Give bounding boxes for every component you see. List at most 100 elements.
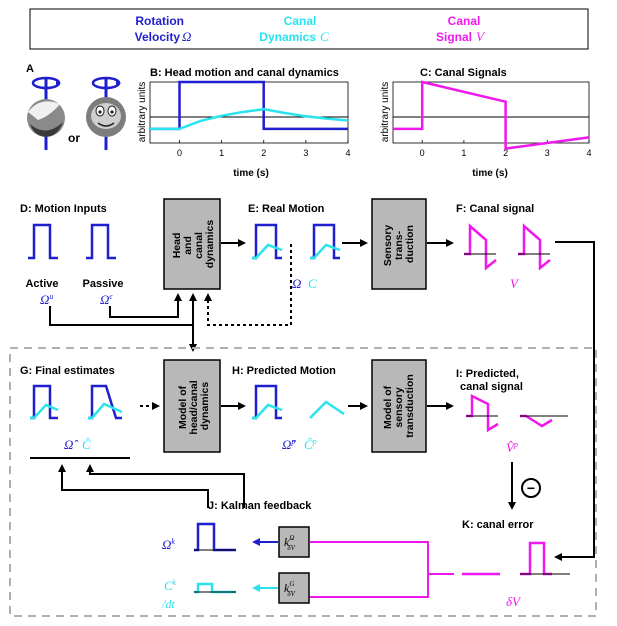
head-canal-dynamics-box: [163, 198, 221, 290]
panel-h-omega-hat: Ω̂p: [282, 437, 296, 452]
panel-c-xtick-label-4: 4: [586, 148, 591, 158]
panel-b-ylabel: arbitrary units: [137, 82, 148, 143]
panel-c-series: [393, 80, 590, 151]
legend-signal-line1: Canal: [448, 14, 481, 28]
panel-d-passive-pulse: [86, 223, 116, 260]
legend-signal-line2: Signal: [436, 30, 472, 44]
omega-e-symbol: Ωϵ: [100, 292, 113, 307]
panel-c-xtick-label-0: 0: [420, 148, 425, 158]
model-sensory-label: Model of sensory transduction: [382, 374, 416, 438]
legend-canal-symbol: C: [320, 29, 329, 44]
panel-k-error-pulse: [520, 541, 552, 576]
panel-b-title: B: Head motion and canal dynamics: [150, 67, 339, 79]
panel-c-xtick-label-2: 2: [503, 148, 508, 158]
panel-e-title: E: Real Motion: [248, 203, 325, 215]
panel-a: A or: [26, 63, 126, 150]
internal-model-region: [9, 347, 597, 617]
panel-h-canal-hat: Ĉp: [304, 437, 317, 452]
panel-b-series: [150, 80, 349, 131]
line-active-to-box: [49, 306, 193, 326]
arrow-f-to-k: [554, 241, 595, 561]
model-sensory-box: [371, 359, 427, 453]
panel-d-title: D: Motion Inputs: [20, 203, 107, 215]
panel-g-canal-2: [88, 402, 123, 420]
sensory-transduction-label: Sensory trans- duction: [382, 222, 416, 266]
panel-g-pulse-2: [88, 384, 122, 420]
head-sphere-icon: [27, 76, 65, 150]
panel-g-canal-1: [30, 403, 59, 420]
panel-d-active-label: Active: [25, 278, 58, 290]
panel-b-series-line-1: [150, 107, 349, 131]
panel-b-xtick-label-2: 2: [261, 148, 266, 158]
c-k-pulse: [194, 582, 236, 594]
panel-i-title-1: I: Predicted,: [456, 368, 519, 380]
panel-i-signal-1: [466, 393, 499, 433]
panel-e-canal-1: [252, 243, 283, 260]
dotted-feedback-arrow: [204, 244, 292, 326]
panel-e-pulse-2: [310, 223, 340, 260]
c-k-label: Ck: [164, 578, 177, 593]
panel-f-signal-1: [464, 223, 497, 271]
panel-i-title-2: canal signal: [460, 381, 523, 393]
minus-sign: −: [527, 480, 535, 496]
head-canal-dynamics-label: Head and canal dynamics: [171, 220, 216, 269]
panel-f-signal-2: [518, 223, 551, 271]
legend-canal-line1: Canal: [284, 14, 317, 28]
panel-d-active-pulse: [28, 223, 58, 260]
panel-e-pulse-1: [252, 223, 282, 260]
omega-u-symbol: Ωu: [40, 292, 53, 307]
gain-omega-box: [278, 526, 310, 558]
panel-f-title: F: Canal signal: [456, 203, 534, 215]
arrow-kalman-to-omega-hat: [58, 464, 209, 508]
panel-a-letter: A: [26, 63, 34, 75]
panel-b-series-line-0: [150, 80, 348, 131]
legend: Rotation Velocity Ω Canal Dynamics C Can…: [29, 8, 589, 50]
panel-b-xtick-label-0: 0: [177, 148, 182, 158]
panel-c-axes-box: [392, 81, 590, 144]
panel-c-ylabel: arbitrary units: [380, 82, 391, 143]
panel-h-canal-1: [252, 403, 283, 420]
gain-c-box: [278, 572, 310, 604]
panel-a-or: or: [68, 131, 80, 145]
panel-g-pulse-1: [30, 384, 58, 420]
panel-g-title: G: Final estimates: [20, 365, 115, 377]
legend-signal-symbol: V: [476, 29, 486, 44]
panel-d-passive-label: Passive: [83, 278, 124, 290]
c-k-denominator: /dt: [161, 597, 175, 611]
legend-rotation-line1: Rotation: [135, 14, 184, 28]
panel-b-xtick-label-3: 3: [303, 148, 308, 158]
panel-i-v-hat: V̂p: [506, 440, 518, 455]
panel-e-canal-2: [310, 243, 341, 260]
model-head-canal-box: [163, 359, 221, 453]
panel-j-title: J: Kalman feedback: [208, 500, 312, 512]
error-to-gain-omega-line: [310, 541, 429, 574]
panel-b-xtick-label-1: 1: [219, 148, 224, 158]
panel-c-title: C: Canal Signals: [420, 67, 507, 79]
arrow-kalman-to-canal-hat: [86, 464, 245, 508]
sensory-transduction-box: [371, 198, 427, 290]
panel-e-canal: C: [308, 276, 317, 291]
error-to-gain-c-line: [303, 573, 454, 598]
omega-k-pulse: [194, 522, 236, 552]
panel-f-v: V: [510, 276, 520, 291]
panel-c-series-line-0: [393, 80, 590, 151]
panel-h-pulse: [252, 384, 282, 420]
panel-h-canal-2: [309, 400, 345, 419]
panel-b-xlabel: time (s): [233, 168, 269, 179]
legend-frame: [29, 8, 589, 50]
minus-circle-icon: [521, 478, 541, 498]
omega-k-label: Ωk: [162, 537, 175, 552]
panel-c-xlabel: time (s): [472, 168, 508, 179]
panel-k-dv: δV: [506, 594, 522, 609]
panel-i-signal-2: [520, 414, 553, 428]
model-head-canal-label: Model of head/canal dynamics: [177, 377, 211, 434]
monkey-head-icon: [86, 76, 126, 150]
panel-c-xtick-label-3: 3: [545, 148, 550, 158]
arrow-passive-to-box: [109, 293, 182, 318]
